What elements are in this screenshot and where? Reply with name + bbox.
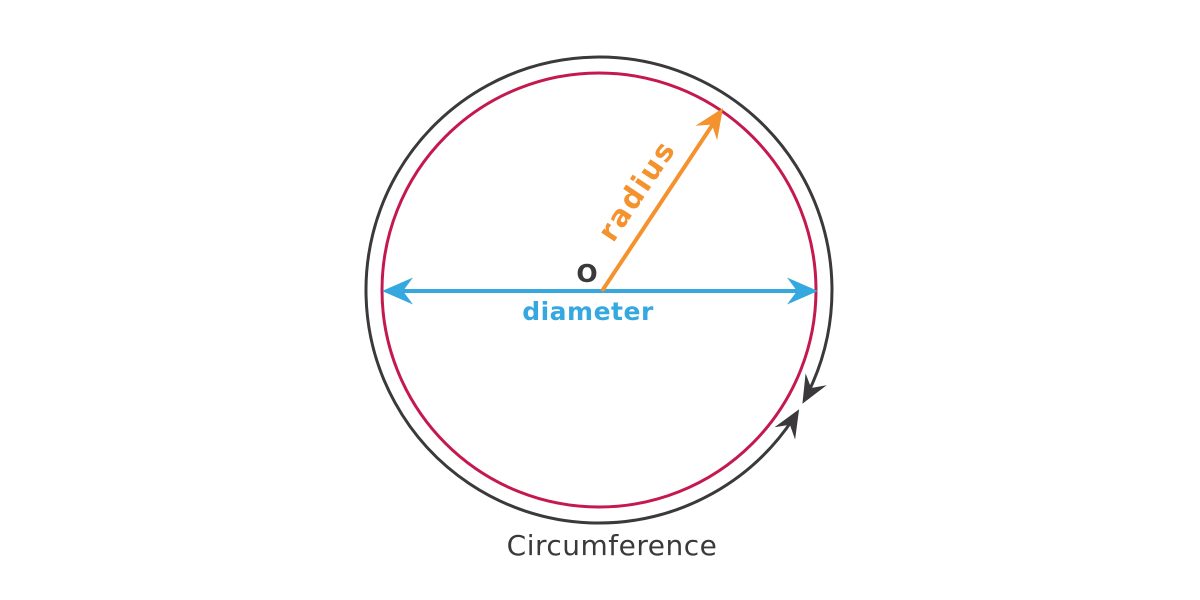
circumference-circle [364,55,834,525]
diameter-arrowhead-left-icon [382,277,413,305]
circumference-arrowhead-upper-icon [802,373,827,404]
circumference-label: Circumference [507,529,718,562]
inner-circle [380,71,818,509]
radius-line [600,122,715,293]
diameter-arrowhead-right-icon [787,277,818,305]
circumference-arrowhead-lower-icon [774,409,800,440]
radius-arrowhead-icon [695,108,723,141]
center-point-label: O [576,259,597,288]
diameter-label: diameter [522,297,654,326]
